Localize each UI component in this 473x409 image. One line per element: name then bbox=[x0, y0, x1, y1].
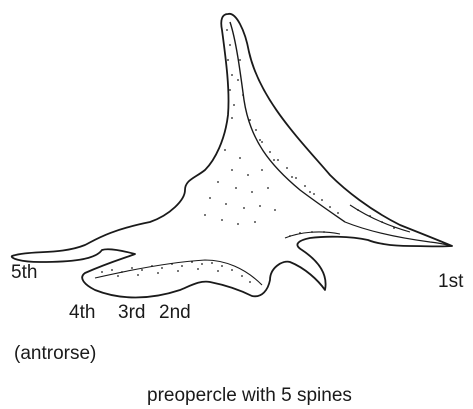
lower-limb-ridge bbox=[95, 260, 262, 285]
spine-label-third: 3rd bbox=[118, 302, 145, 324]
figure-caption: preopercle with 5 spines bbox=[147, 385, 352, 407]
spine-label-first: 1st bbox=[438, 271, 463, 293]
second-spine-ridge bbox=[350, 205, 410, 232]
antrorse-note: (antrorse) bbox=[14, 343, 96, 365]
spine-label-second: 2nd bbox=[159, 302, 191, 324]
stipple-upper-limb bbox=[226, 29, 339, 214]
spine-label-fourth: 4th bbox=[69, 302, 95, 324]
preopercle-outline bbox=[12, 14, 452, 298]
stipple-lower-limb bbox=[101, 209, 395, 283]
stipple-plate bbox=[204, 149, 276, 225]
upper-ridge-line bbox=[230, 22, 345, 222]
lower-ridge-line bbox=[345, 222, 452, 246]
spine-label-fifth: 5th bbox=[11, 262, 37, 284]
